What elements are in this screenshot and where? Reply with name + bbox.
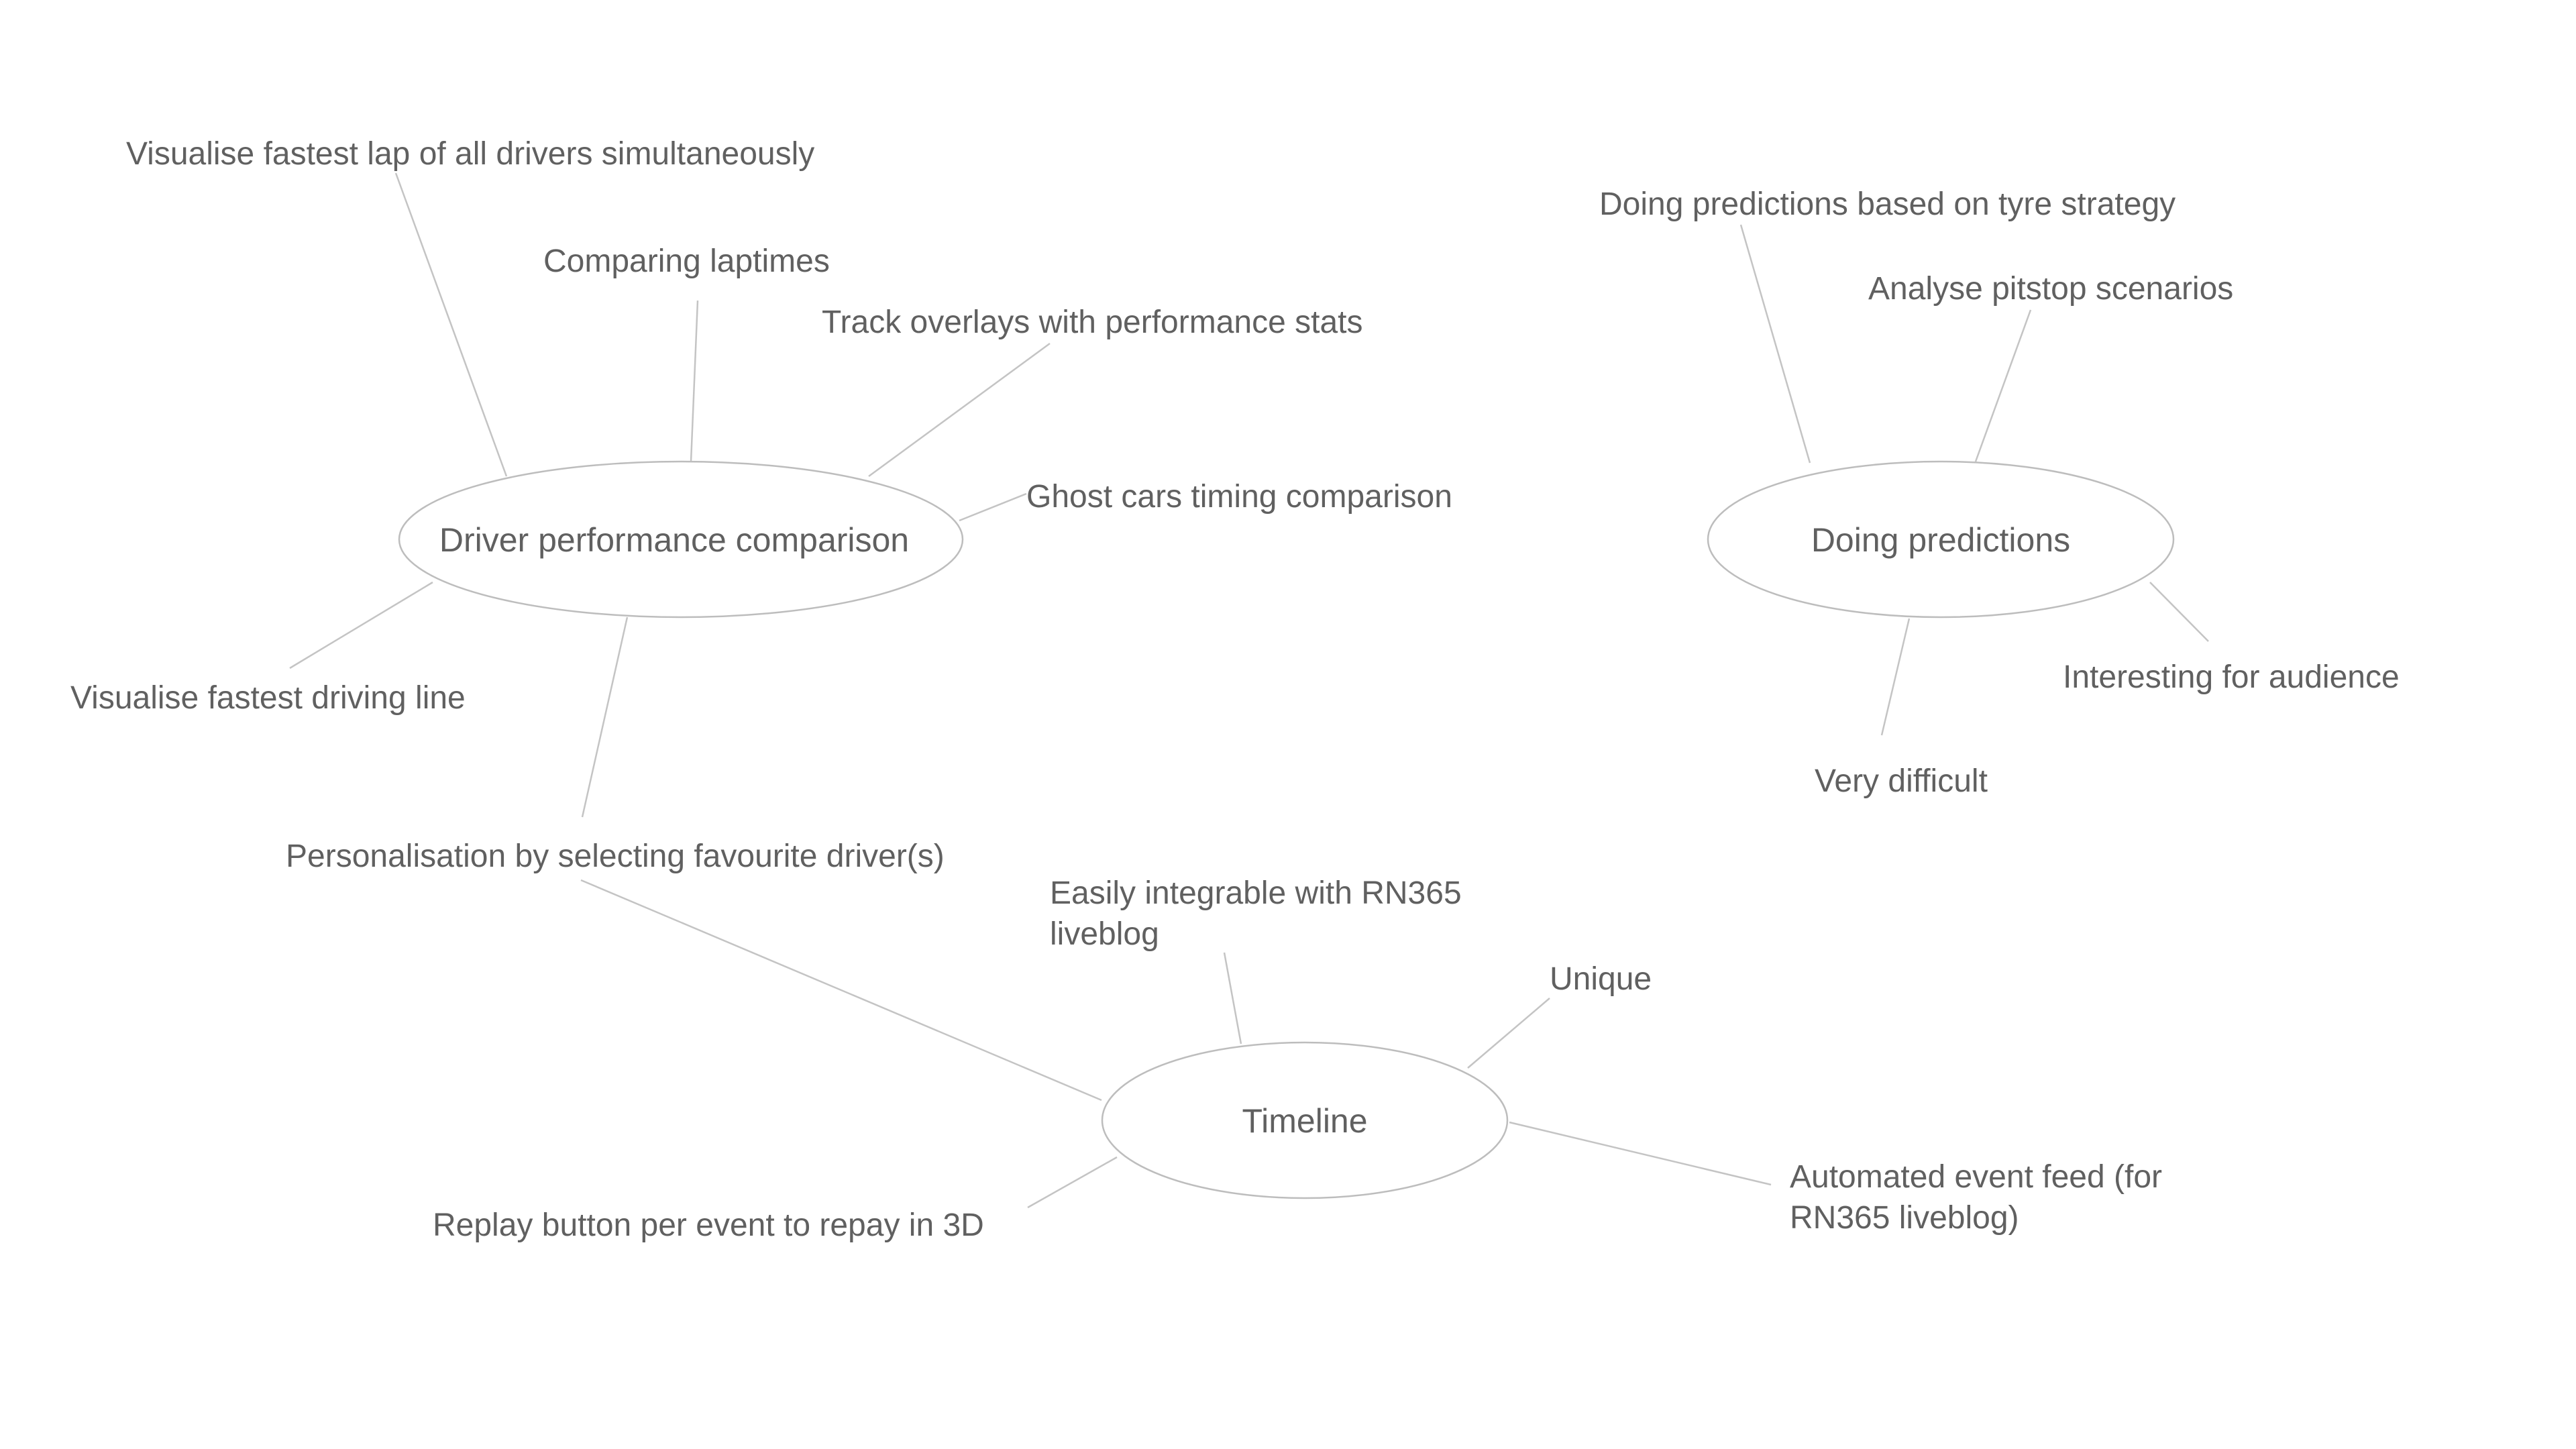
connector-personalisation-timeline [580,879,1102,1102]
branch-labels: Visualise fastest lap of all drivers sim… [70,136,2400,1243]
connector-lines [289,172,2209,1209]
node-interesting[interactable]: Interesting for audience [2063,659,2400,695]
connector-integrable [1223,952,1242,1044]
connector-comparing-laptimes [690,300,699,462]
hub-timeline[interactable]: Timeline [1101,1041,1509,1199]
connector-tyre-strategy [1739,224,1811,464]
connector-interesting [2149,582,2209,642]
node-fastest-line[interactable]: Visualise fastest driving line [70,680,466,716]
hub-doing-predictions-label: Doing predictions [1811,521,2070,559]
connector-pitstop [1974,309,2032,462]
node-integrable-line2[interactable]: liveblog [1050,916,1159,952]
connector-unique [1467,998,1550,1069]
node-unique[interactable]: Unique [1550,961,1652,997]
connector-replay [1027,1156,1118,1209]
node-automated-line1[interactable]: Automated event feed (for [1790,1159,2162,1195]
connector-fastest-line [289,581,433,669]
node-personalisation[interactable]: Personalisation by selecting favourite d… [286,839,945,874]
node-tyre-strategy[interactable]: Doing predictions based on tyre strategy [1599,186,2176,222]
node-track-overlays[interactable]: Track overlays with performance stats [822,305,1362,340]
hub-doing-predictions-shape [1707,460,2175,619]
node-comparing-laptimes[interactable]: Comparing laptimes [543,244,830,279]
hub-timeline-label: Timeline [1242,1102,1367,1140]
connector-very-difficult [1880,618,1911,736]
node-ghost-cars[interactable]: Ghost cars timing comparison [1026,479,1452,515]
node-integrable-line1[interactable]: Easily integrable with RN365 [1050,875,1462,911]
hub-driver-performance[interactable]: Driver performance comparison [398,460,964,619]
connector-personalisation [581,616,629,818]
node-replay[interactable]: Replay button per event to repay in 3D [433,1208,984,1243]
hub-doing-predictions[interactable]: Doing predictions [1707,460,2175,619]
hub-driver-performance-shape [398,460,964,619]
node-fastest-lap-all[interactable]: Visualise fastest lap of all drivers sim… [126,136,814,172]
node-very-difficult[interactable]: Very difficult [1815,763,1988,799]
connector-fastest-lap-all [394,172,508,477]
connector-track-overlays [868,342,1051,478]
hub-timeline-shape [1101,1041,1509,1199]
hub-driver-performance-label: Driver performance comparison [439,521,909,559]
node-automated-line2[interactable]: RN365 liveblog) [1790,1200,2019,1236]
node-pitstop[interactable]: Analyse pitstop scenarios [1868,271,2233,307]
connector-automated [1509,1121,1772,1186]
connector-ghost-cars [959,492,1027,522]
